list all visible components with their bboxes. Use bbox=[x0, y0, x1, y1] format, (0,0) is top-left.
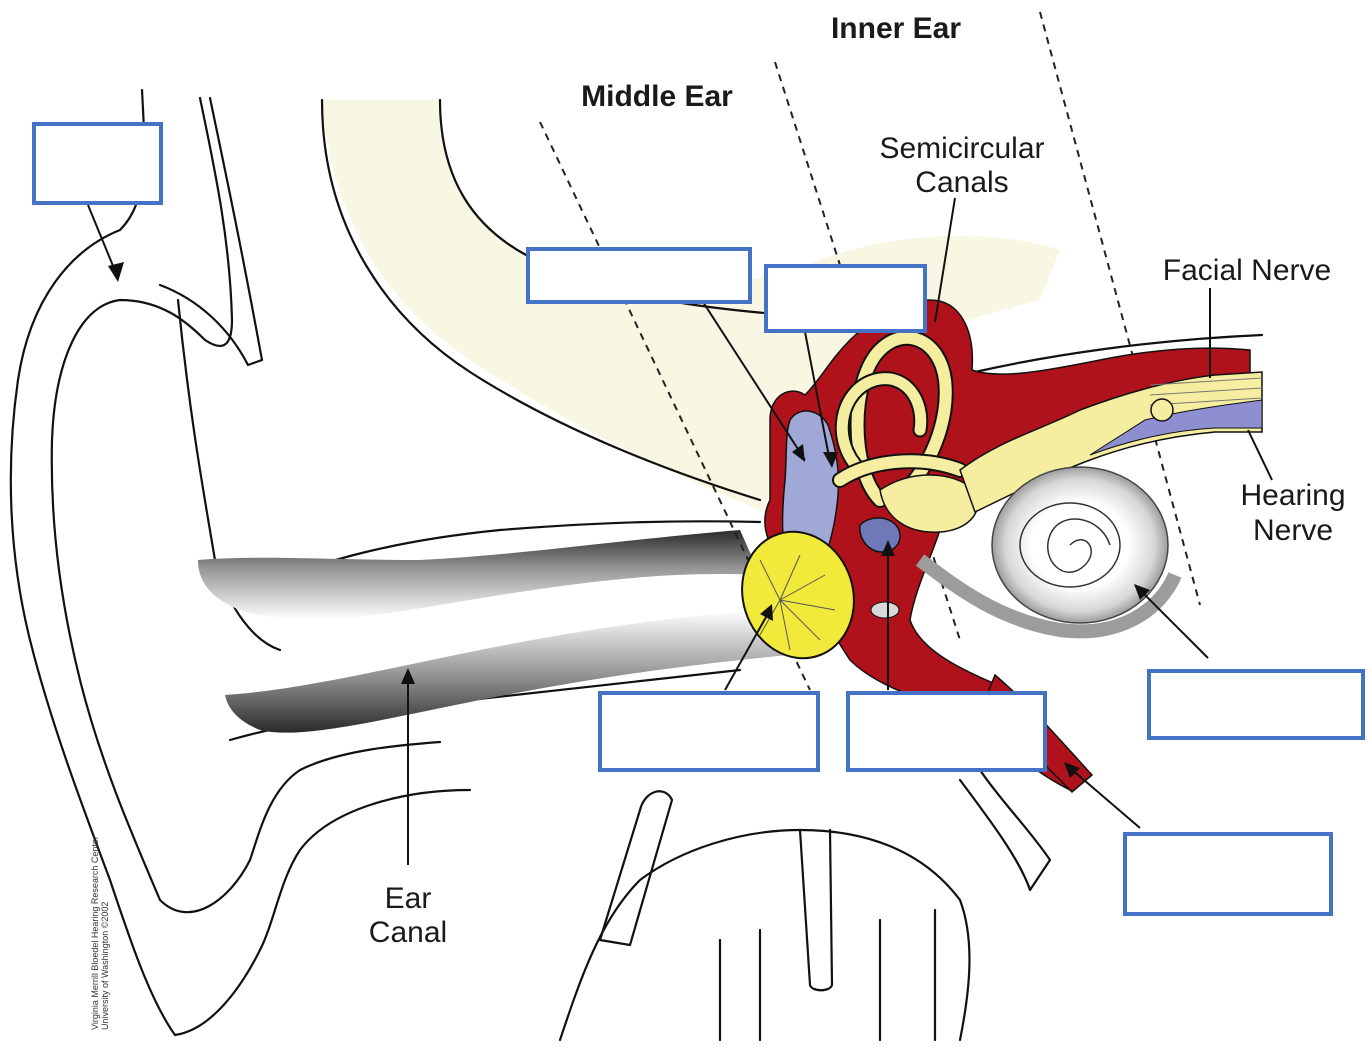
blank-box-round-window[interactable] bbox=[848, 693, 1045, 770]
label-ear-canal-line1: Ear bbox=[385, 882, 432, 915]
lower-bone-3 bbox=[880, 910, 935, 1040]
label-facial-nerve: Facial Nerve bbox=[1163, 254, 1331, 287]
lower-bone-4 bbox=[960, 770, 1050, 890]
label-inner-ear: Inner Ear bbox=[831, 12, 961, 45]
blank-box-pinna[interactable] bbox=[34, 124, 161, 203]
credit-text: Virginia Merrill Bloedel Hearing Researc… bbox=[90, 836, 110, 1030]
label-middle-ear: Middle Ear bbox=[581, 80, 733, 113]
credit-line1: Virginia Merrill Bloedel Hearing Researc… bbox=[90, 836, 100, 1030]
round-window bbox=[871, 602, 899, 618]
pinna-helix-line bbox=[160, 98, 262, 365]
cochlea bbox=[992, 467, 1168, 623]
label-semicircular-canals-line1: Semicircular bbox=[879, 132, 1044, 165]
styloid-process bbox=[600, 791, 672, 945]
label-ear-canal-line2: Canal bbox=[369, 916, 447, 949]
ear-canal-shading-upper bbox=[198, 530, 760, 620]
label-hearing-nerve-line1: Hearing bbox=[1240, 479, 1345, 512]
credit-line2: University of Washington ©2002 bbox=[100, 902, 110, 1030]
blank-box-stapes-area[interactable] bbox=[766, 266, 925, 331]
blank-box-eardrum[interactable] bbox=[600, 693, 818, 770]
blank-box-eustachian-tube[interactable] bbox=[1125, 834, 1331, 914]
jaw-outline bbox=[560, 830, 969, 1040]
blank-box-ossicles[interactable] bbox=[528, 249, 750, 302]
label-semicircular-canals-line2: Canals bbox=[915, 166, 1008, 199]
lower-bone-2 bbox=[800, 830, 832, 990]
label-hearing-nerve-line2: Nerve bbox=[1253, 514, 1333, 547]
blank-box-cochlea[interactable] bbox=[1149, 671, 1363, 738]
facial-nerve-cross-section bbox=[1151, 399, 1173, 421]
lower-bone-1 bbox=[720, 930, 760, 1040]
